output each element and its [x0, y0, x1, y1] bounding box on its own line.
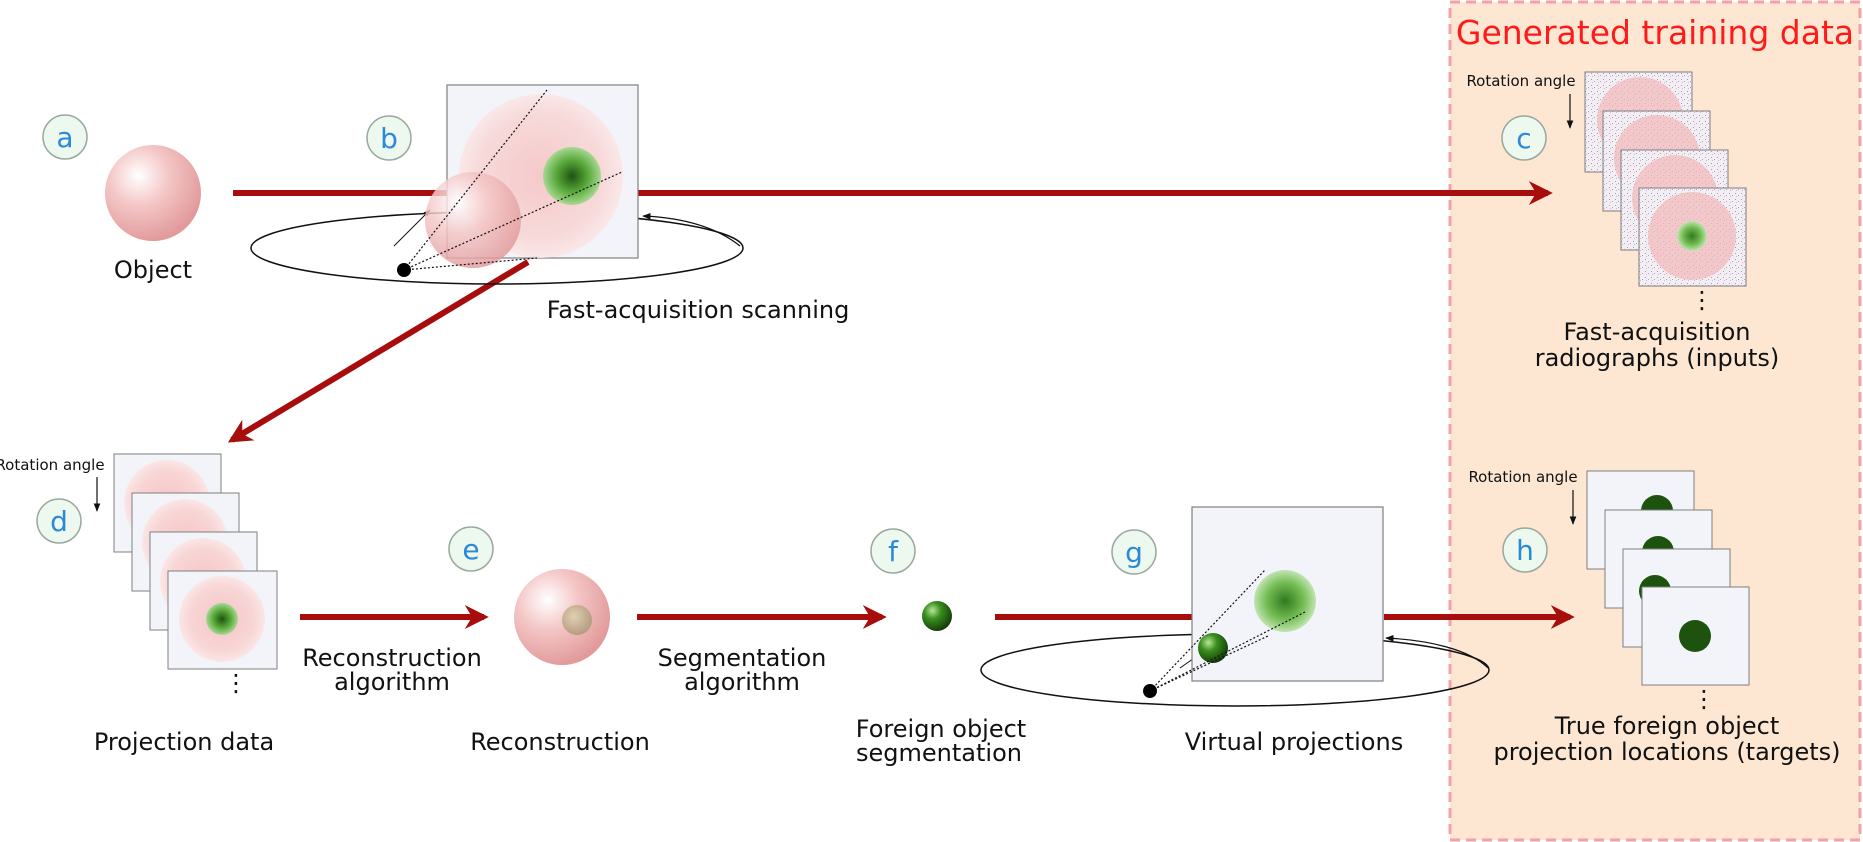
object-label: Object: [114, 256, 192, 284]
svg-text:b: b: [380, 122, 398, 155]
projection-data-label: Projection data: [94, 728, 274, 756]
fast-scanning-label: Fast-acquisition scanning: [547, 296, 850, 324]
foreign-object-ball: [922, 601, 952, 631]
svg-text:c: c: [1516, 122, 1531, 155]
panel-title: Generated training data: [1456, 13, 1854, 52]
svg-text:d: d: [50, 505, 68, 538]
badge-g: g: [1111, 529, 1157, 575]
badge-e: e: [448, 526, 494, 572]
badge-c: c: [1501, 115, 1547, 161]
true-locations-label-line1: True foreign object: [1554, 712, 1780, 740]
svg-text:e: e: [462, 533, 479, 566]
target-mask-stack: [1586, 470, 1750, 686]
virtual-source-point: [1143, 684, 1157, 698]
scan-object-sphere: [425, 172, 521, 268]
rotation-angle-label-h: Rotation angle: [1468, 468, 1577, 486]
fast-radiographs-label-line2: radiographs (inputs): [1535, 344, 1780, 372]
foreign-seg-label-line1: Foreign object: [856, 715, 1026, 743]
true-locations-label-line2: projection locations (targets): [1493, 738, 1840, 766]
fast-radiographs-label-line1: Fast-acquisition: [1563, 318, 1750, 346]
badge-b: b: [366, 115, 412, 161]
source-point: [397, 263, 411, 277]
badge-f: f: [870, 528, 916, 574]
seg-algorithm-label-line1: Segmentation: [658, 644, 827, 672]
badge-a: a: [42, 114, 88, 160]
projection-stack: [113, 453, 278, 670]
svg-text:a: a: [56, 121, 73, 154]
noisy-radiograph-stack: [1584, 71, 1747, 287]
rotation-angle-label-d: Rotation angle: [0, 456, 105, 474]
ellipsis-h: ⋮: [1692, 685, 1716, 713]
badge-d: d: [36, 498, 82, 544]
reconstruction-label: Reconstruction: [470, 728, 650, 756]
virtual-projection-setup: [980, 506, 1490, 707]
svg-text:h: h: [1516, 534, 1534, 567]
rotation-angle-label-c: Rotation angle: [1466, 72, 1575, 90]
virtual-foreign-ball: [1198, 633, 1228, 663]
ellipsis-c: ⋮: [1690, 286, 1714, 314]
scanning-setup: [250, 84, 744, 285]
object-sphere: [105, 145, 201, 241]
svg-text:f: f: [888, 535, 899, 568]
virtual-projections-label: Virtual projections: [1185, 728, 1403, 756]
reconstruction-sphere: [514, 569, 610, 665]
recon-algorithm-label-line2: algorithm: [334, 668, 450, 696]
foreign-seg-label-line2: segmentation: [856, 739, 1022, 767]
ellipsis-d: ⋮: [224, 669, 248, 697]
seg-algorithm-label-line2: algorithm: [684, 668, 800, 696]
arrow-scan-to-projection: [227, 259, 530, 443]
recon-algorithm-label-line1: Reconstruction: [302, 644, 482, 672]
reconstruction-inclusion: [562, 605, 592, 635]
badge-h: h: [1502, 527, 1548, 573]
svg-text:g: g: [1125, 536, 1143, 569]
